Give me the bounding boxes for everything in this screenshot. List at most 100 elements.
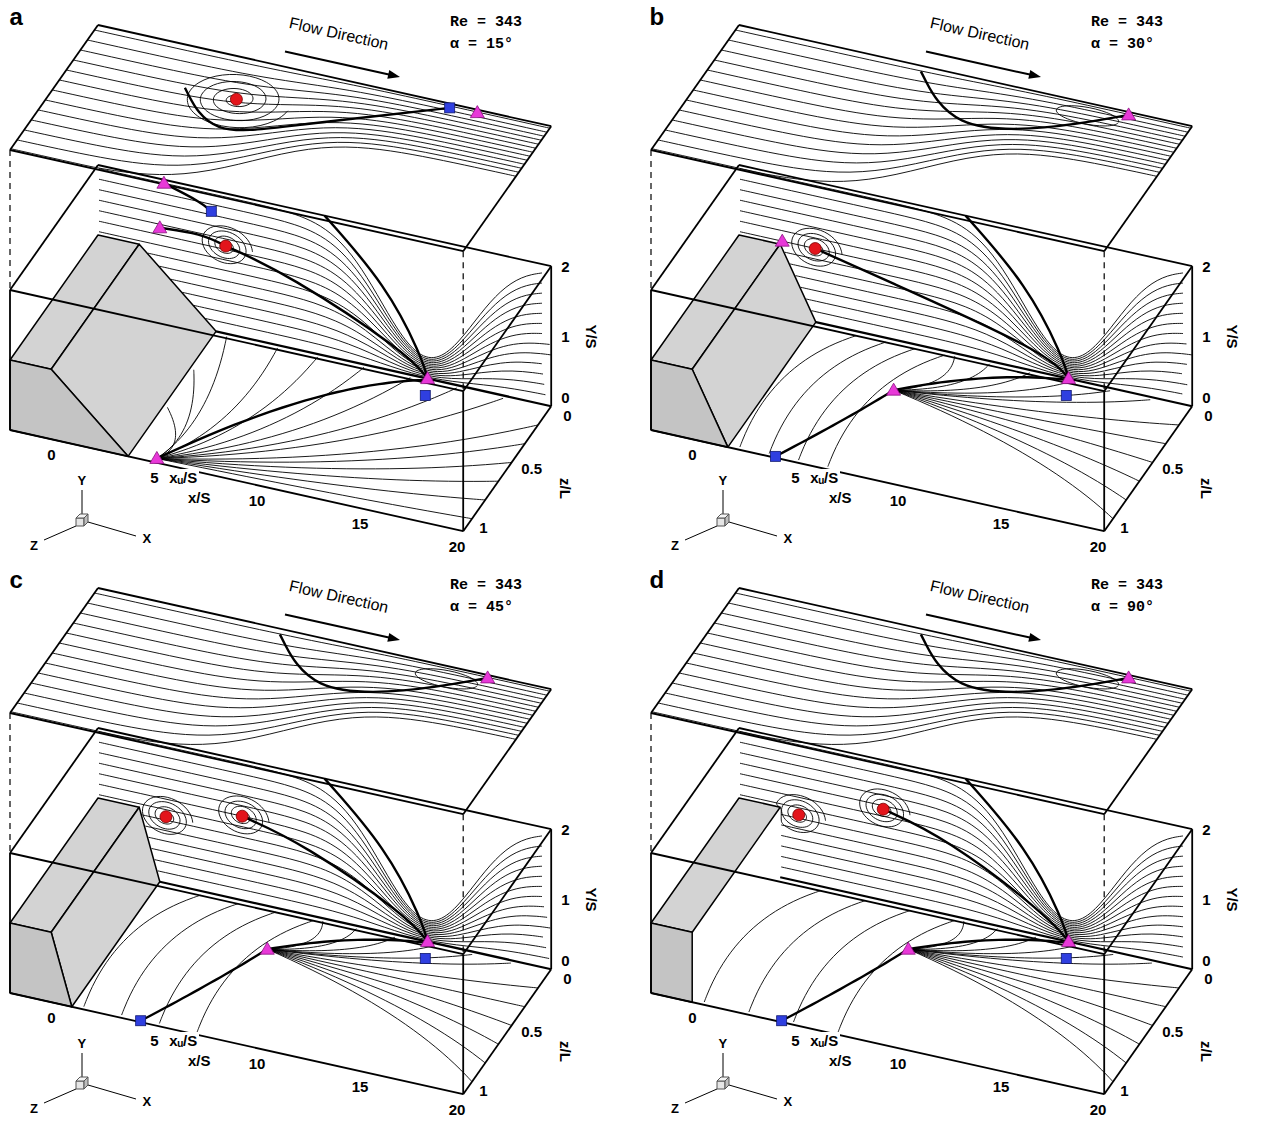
z-tick: 1 bbox=[477, 519, 489, 536]
y-tick: 1 bbox=[1200, 328, 1212, 345]
angle-value: α = 15° bbox=[448, 36, 515, 53]
streamline bbox=[777, 795, 826, 833]
box-edge bbox=[1104, 829, 1192, 954]
box-edge bbox=[650, 290, 652, 430]
streamline bbox=[735, 30, 1190, 128]
saddle-marker bbox=[901, 942, 915, 954]
flow-arrow bbox=[285, 52, 390, 75]
triad-label: Y bbox=[76, 1036, 89, 1051]
y-tick: 1 bbox=[559, 328, 571, 345]
triad-cube bbox=[725, 1077, 729, 1089]
streamline bbox=[148, 253, 550, 370]
y-tick: 0 bbox=[559, 389, 571, 406]
step-face bbox=[10, 360, 128, 456]
box-edge bbox=[651, 993, 1104, 1094]
streamline bbox=[740, 221, 1183, 366]
angle-value: α = 90° bbox=[1089, 599, 1156, 616]
z-tick: 0.5 bbox=[1160, 460, 1185, 477]
box-edge bbox=[10, 713, 463, 814]
triad-cube bbox=[717, 518, 725, 526]
dashed-guide bbox=[9, 713, 10, 853]
triad-label: X bbox=[141, 531, 154, 546]
box-edge bbox=[651, 165, 739, 290]
saddle-marker bbox=[887, 383, 901, 395]
streamline bbox=[87, 603, 547, 695]
box-edge bbox=[82, 490, 83, 514]
focus-marker bbox=[230, 93, 242, 105]
streamline bbox=[219, 796, 269, 834]
streamline bbox=[52, 90, 533, 152]
y-tick: 2 bbox=[1200, 821, 1212, 838]
streamline bbox=[267, 949, 538, 988]
streamline bbox=[799, 349, 916, 460]
streamline bbox=[781, 856, 1183, 947]
box-edge bbox=[550, 266, 552, 406]
box-edge bbox=[780, 877, 1192, 969]
node-marker bbox=[420, 953, 430, 963]
saddle-marker bbox=[153, 221, 167, 233]
arrow-head bbox=[1028, 70, 1041, 79]
triad-cube bbox=[76, 1081, 84, 1089]
dashed-guide bbox=[650, 713, 651, 853]
streamline bbox=[693, 90, 1174, 152]
triad-label: Y bbox=[717, 1036, 730, 1051]
z-tick: 0.5 bbox=[1160, 1023, 1185, 1040]
node-marker bbox=[1061, 390, 1071, 400]
node-marker bbox=[777, 1016, 787, 1026]
triad-cube bbox=[84, 1077, 88, 1089]
box-edge bbox=[10, 290, 463, 391]
box-edge bbox=[1104, 266, 1192, 391]
streamline bbox=[267, 949, 472, 958]
streamline bbox=[99, 732, 542, 921]
box-edge bbox=[651, 430, 1104, 531]
flow-arrow bbox=[926, 52, 1031, 75]
x-tick: 10 bbox=[888, 1055, 909, 1072]
x-tick: 5 bbox=[789, 1032, 801, 1049]
axis-title: Y/S bbox=[583, 885, 600, 913]
box-edge bbox=[160, 882, 551, 969]
axis-title: x/S bbox=[186, 489, 213, 506]
streamline bbox=[87, 40, 547, 132]
box-edge bbox=[739, 165, 1192, 266]
streamline bbox=[721, 613, 1185, 699]
streamline bbox=[792, 228, 842, 266]
streamline bbox=[197, 921, 314, 1032]
box-edge bbox=[463, 689, 551, 814]
separatrix-line bbox=[157, 380, 427, 459]
y-tick: 1 bbox=[559, 891, 571, 908]
focus-marker bbox=[809, 243, 821, 255]
x-tick: 20 bbox=[1088, 1101, 1109, 1118]
streamline bbox=[740, 732, 1183, 921]
z-tick: 0 bbox=[561, 970, 573, 987]
box-edge bbox=[1104, 126, 1192, 251]
saddle-marker bbox=[260, 942, 274, 954]
z-tick: 1 bbox=[1118, 1082, 1130, 1099]
box-edge bbox=[651, 290, 1104, 391]
triad-label: Z bbox=[28, 538, 40, 553]
streamline bbox=[894, 390, 1127, 500]
streamline bbox=[700, 80, 1176, 148]
axis-title: x/S bbox=[827, 1052, 854, 1069]
box-edge bbox=[10, 993, 463, 1094]
box-edge bbox=[463, 406, 551, 531]
z-tick: 0 bbox=[1202, 407, 1214, 424]
box-edge bbox=[10, 25, 98, 150]
streamline bbox=[894, 390, 1113, 519]
saddle-marker bbox=[421, 372, 435, 384]
angle-value: α = 45° bbox=[448, 599, 515, 616]
reynolds-number: Re = 343 bbox=[448, 577, 524, 594]
x-tick: 15 bbox=[991, 515, 1012, 532]
box-edge bbox=[462, 391, 464, 531]
dashed-guide bbox=[463, 251, 464, 391]
arrow-head bbox=[1028, 633, 1041, 642]
y-tick: 2 bbox=[559, 258, 571, 275]
streamline bbox=[11, 147, 516, 176]
streamline bbox=[157, 398, 503, 458]
reattachment-label: xᵤ/S bbox=[808, 469, 840, 486]
x-tick: 0 bbox=[45, 446, 57, 463]
x-tick: 5 bbox=[789, 469, 801, 486]
streamline bbox=[860, 789, 910, 827]
streamline bbox=[686, 100, 1171, 156]
axis-title: z/L bbox=[1198, 1039, 1215, 1064]
